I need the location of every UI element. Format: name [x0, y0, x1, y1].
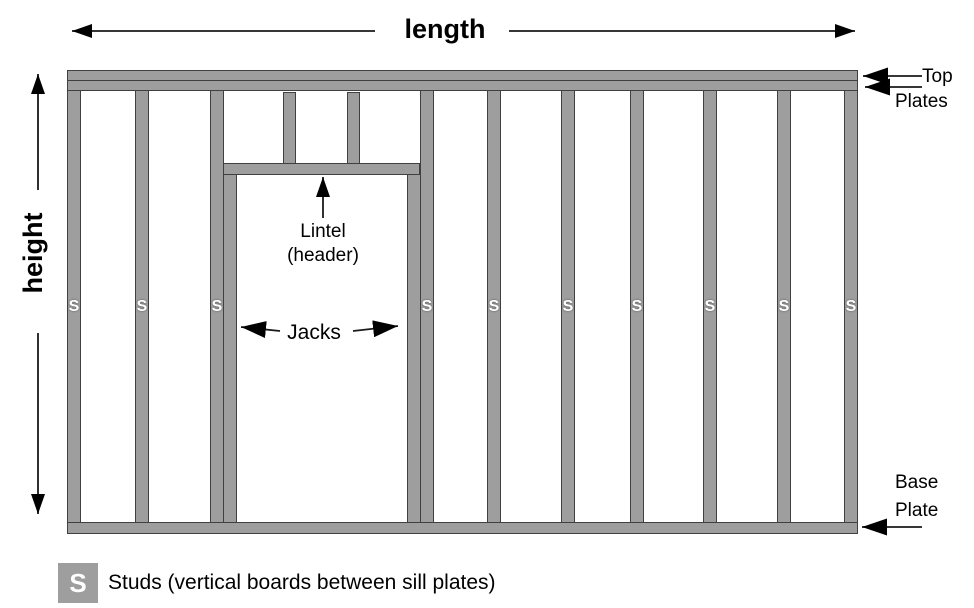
base-plate-label-line1: Base	[895, 472, 939, 493]
stud-legend-swatch: S	[58, 563, 98, 603]
stud-legend-text: Studs (vertical boards between sill plat…	[108, 571, 496, 594]
stud: S	[844, 90, 858, 523]
stud-marker: S	[562, 298, 574, 315]
base-plate-label-line2: Plate	[895, 500, 939, 521]
lintel-header	[223, 163, 420, 175]
cripple-stud	[347, 92, 360, 164]
stud-marker: S	[68, 298, 80, 315]
stud-marker: S	[136, 298, 148, 315]
lintel-label: Lintel (header)	[262, 220, 384, 268]
stud: S	[67, 90, 81, 523]
cripple-stud	[283, 92, 296, 164]
stud-marker: S	[778, 298, 790, 315]
top-plates-label-line2: Plates	[895, 91, 948, 112]
stud-marker: S	[845, 298, 857, 315]
stud: S	[210, 90, 224, 523]
stud-marker: S	[631, 298, 643, 315]
stud: S	[703, 90, 717, 523]
lintel-label-line2: (header)	[287, 245, 359, 266]
jack-stud	[407, 174, 421, 523]
jacks-arrow-left	[240, 321, 281, 339]
jacks-label: Jacks	[287, 321, 341, 344]
stud-marker: S	[421, 298, 433, 315]
jacks-arrow-right	[352, 320, 399, 338]
stud-marker: S	[704, 298, 716, 315]
top-plates-label: Top Plates	[895, 64, 973, 114]
stud: S	[135, 90, 149, 523]
stud: S	[630, 90, 644, 523]
stud: S	[777, 90, 791, 523]
jack-stud	[223, 174, 237, 523]
stud-marker: S	[211, 298, 223, 315]
lintel-label-line1: Lintel	[300, 221, 346, 242]
stud: S	[561, 90, 575, 523]
stud: S	[420, 90, 434, 523]
length-dimension-label: length	[404, 14, 486, 44]
stud-marker: S	[488, 298, 500, 315]
top-plate-2	[67, 80, 858, 91]
base-plate-label: Base Plate	[895, 469, 965, 525]
height-dimension-label: height	[18, 212, 48, 294]
stud: S	[487, 90, 501, 523]
top-plates-label-line1: Top	[922, 66, 953, 87]
base-plate	[67, 522, 858, 534]
